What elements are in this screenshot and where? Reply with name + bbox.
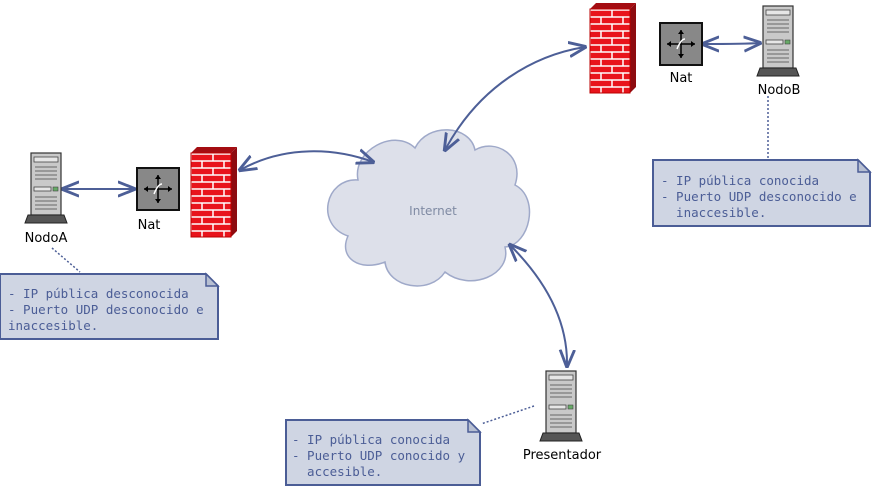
note-connector-presentador (480, 405, 535, 425)
note-presentador-line-1: - IP pública conocida (292, 432, 450, 447)
nodob-label: NodoB (758, 83, 801, 98)
note-nodob-line-2: - Puerto UDP desconocido e (661, 189, 857, 204)
server-icon (539, 370, 583, 442)
firewall-icon (589, 2, 637, 94)
note-presentador: - IP pública conocida - Puerto UDP conoc… (285, 418, 482, 486)
note-presentador-line-2: - Puerto UDP conocido y (292, 448, 466, 463)
nodoa-server: NodoA (24, 152, 68, 246)
nat-a: Nat (136, 167, 180, 233)
note-presentador-line-3: accesible. (292, 464, 382, 479)
internet-cloud: Internet (327, 129, 531, 287)
nat-b-label: Nat (670, 71, 693, 86)
note-nodob-line-1: - IP pública conocida (661, 173, 819, 188)
link-internet-presentador (510, 245, 567, 366)
note-nodoa-line-2: - Puerto UDP desconocido e (8, 302, 204, 317)
note-connector-nodoa (51, 247, 81, 273)
note-nodoa-line-3: inaccesible. (8, 318, 98, 333)
server-icon (756, 5, 800, 77)
nodob-server: NodoB (756, 5, 801, 98)
note-nodoa-line-1: - IP pública desconocida (8, 286, 189, 301)
presentador-server: Presentador (523, 370, 602, 463)
nat-b: Nat (659, 22, 703, 86)
link-firewall-a-internet (240, 151, 373, 170)
note-nodoa: - IP pública desconocida - Puerto UDP de… (0, 272, 220, 340)
router-icon (659, 22, 703, 66)
server-icon (24, 152, 68, 224)
internet-label: Internet (409, 204, 457, 218)
presentador-label: Presentador (523, 448, 602, 463)
nodoa-label: NodoA (25, 231, 68, 246)
firewall-icon (190, 146, 238, 238)
note-nodob: - IP pública conocida - Puerto UDP desco… (652, 158, 872, 227)
nat-a-label: Nat (138, 218, 161, 233)
note-nodob-line-3: inaccesible. (661, 205, 766, 220)
link-nat-nodob (703, 43, 760, 44)
link-internet-firewall-b (445, 47, 585, 150)
router-icon (136, 167, 180, 211)
